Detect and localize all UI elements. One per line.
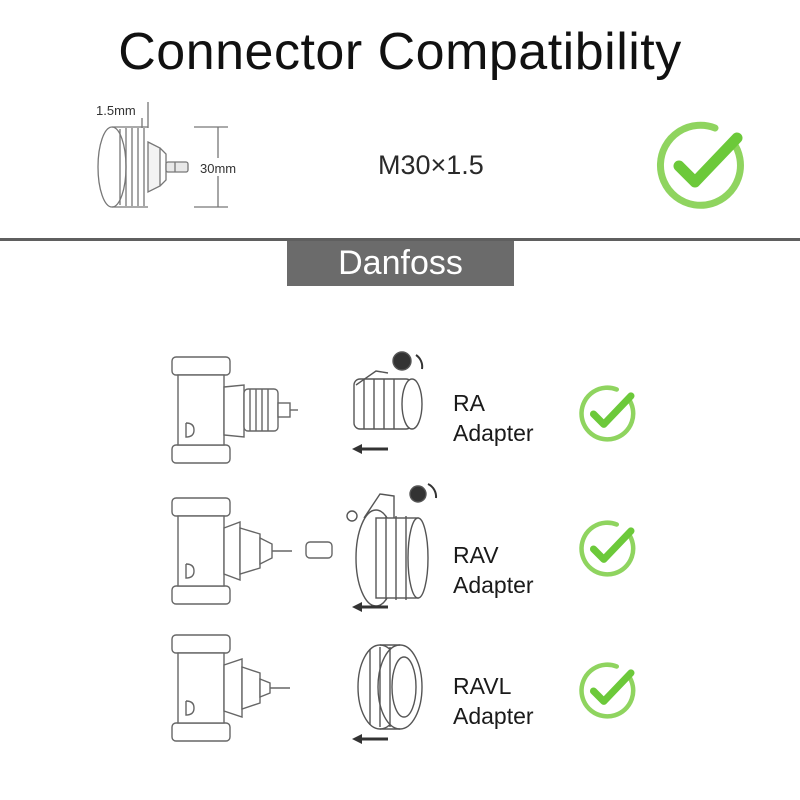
check-icon bbox=[579, 385, 636, 442]
rav-valve-drawing bbox=[171, 497, 333, 605]
thread-spec-label: M30×1.5 bbox=[378, 150, 484, 180]
brand-name: Danfoss bbox=[338, 244, 463, 282]
section-divider bbox=[0, 238, 800, 241]
dimension-30mm-label: 30mm bbox=[200, 161, 237, 176]
check-icon bbox=[579, 520, 636, 577]
adapter-name: RAV bbox=[453, 542, 499, 568]
adapter-suffix: Adapter bbox=[453, 572, 534, 598]
adapter-suffix: Adapter bbox=[453, 420, 534, 446]
check-icon bbox=[656, 121, 744, 209]
page-title: Connector Compatibility bbox=[118, 23, 682, 81]
adapter-suffix: Adapter bbox=[453, 703, 534, 729]
check-icon bbox=[579, 662, 636, 719]
ravl-adapter-drawing bbox=[352, 644, 423, 744]
ra-adapter-drawing bbox=[352, 351, 424, 454]
ravl-adapter-label: RAVL Adapter bbox=[453, 671, 534, 731]
rav-adapter-label: RAV Adapter bbox=[453, 540, 534, 600]
adapter-name: RA bbox=[453, 390, 485, 416]
connector-thread-drawing bbox=[97, 102, 228, 208]
brand-banner bbox=[287, 241, 514, 286]
ra-adapter-label: RA Adapter bbox=[453, 388, 534, 448]
ra-valve-drawing bbox=[171, 356, 298, 464]
adapter-name: RAVL bbox=[453, 673, 512, 699]
dimension-1-5mm-label: 1.5mm bbox=[96, 103, 136, 118]
rav-adapter-drawing bbox=[346, 483, 438, 612]
ravl-valve-drawing bbox=[171, 634, 290, 742]
